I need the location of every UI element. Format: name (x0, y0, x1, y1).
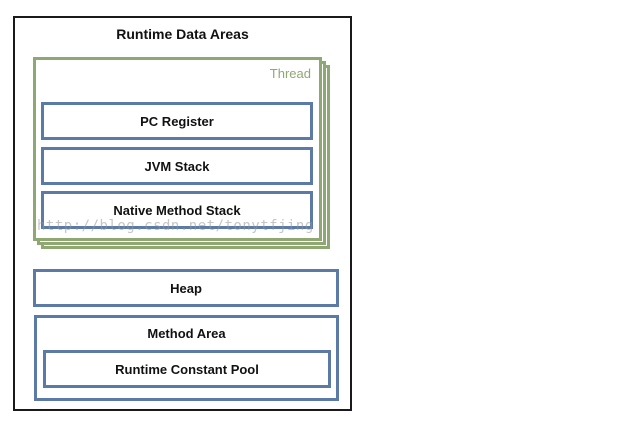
thread-box: Thread PC Register JVM Stack Native Meth… (33, 57, 322, 241)
runtime-data-areas-title: Runtime Data Areas (116, 26, 249, 42)
runtime-data-areas-box: Runtime Data Areas Thread PC Register JV… (13, 16, 352, 411)
heap-label: Heap (170, 280, 202, 296)
native-method-stack-box: Native Method Stack (41, 191, 313, 229)
native-method-stack-label: Native Method Stack (113, 202, 241, 218)
runtime-constant-pool-label: Runtime Constant Pool (115, 361, 259, 377)
runtime-constant-pool-box: Runtime Constant Pool (43, 350, 331, 388)
pc-register-label: PC Register (140, 113, 214, 129)
method-area-box: Method Area Runtime Constant Pool (34, 315, 339, 401)
thread-label: Thread (269, 66, 311, 81)
jvm-stack-box: JVM Stack (41, 147, 313, 185)
heap-box: Heap (33, 269, 339, 307)
pc-register-box: PC Register (41, 102, 313, 140)
method-area-label: Method Area (147, 326, 226, 341)
jvm-stack-label: JVM Stack (144, 158, 210, 174)
